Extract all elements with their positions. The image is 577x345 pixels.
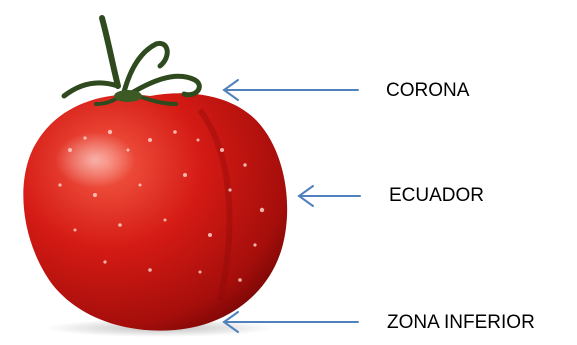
label-zona-inferior: ZONA INFERIOR — [387, 313, 535, 332]
left-arrow-icon — [224, 80, 358, 100]
calyx-base — [114, 90, 142, 102]
left-arrow-icon — [299, 186, 360, 206]
tomato-highlight — [55, 132, 135, 188]
label-corona: CORONA — [386, 81, 469, 100]
tomato-icon — [23, 93, 287, 330]
label-ecuador: ECUADOR — [389, 186, 484, 205]
